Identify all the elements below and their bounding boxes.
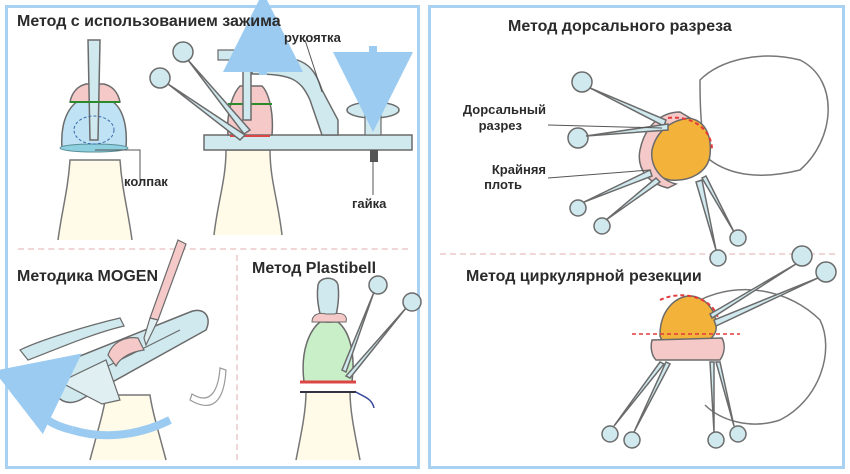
cap-label: колпак [124, 174, 168, 189]
left-divider-vertical [236, 255, 238, 460]
dorsal-cut-label-line1: Дорсальный [462, 102, 546, 117]
mogen-method-title: Методика MOGEN [17, 268, 158, 285]
foreskin-label-line2: плоть [484, 177, 522, 192]
clamp-left-figure [57, 39, 145, 241]
circular-figure [601, 245, 837, 449]
dorsal-figure [547, 55, 829, 267]
dorsal-cut-label-line2: разрез [478, 118, 522, 133]
clamp-method-title: Метод с использованием зажима [17, 13, 281, 30]
left-divider-horizontal [18, 248, 408, 250]
handle-label: рукоятка [284, 30, 341, 45]
circular-method-title: Метод циркулярной резекции [466, 268, 702, 285]
mogen-figure [0, 239, 227, 461]
plastibell-method-title: Метод Plastibell [252, 260, 377, 277]
nut-label: гайка [352, 196, 387, 211]
dorsal-method-title: Метод дорсального разреза [508, 18, 732, 35]
plastibell-figure [295, 275, 422, 461]
clamp-right-figure [149, 0, 413, 236]
right-divider-horizontal [440, 253, 835, 255]
foreskin-label-line1: Крайняя [491, 162, 546, 177]
